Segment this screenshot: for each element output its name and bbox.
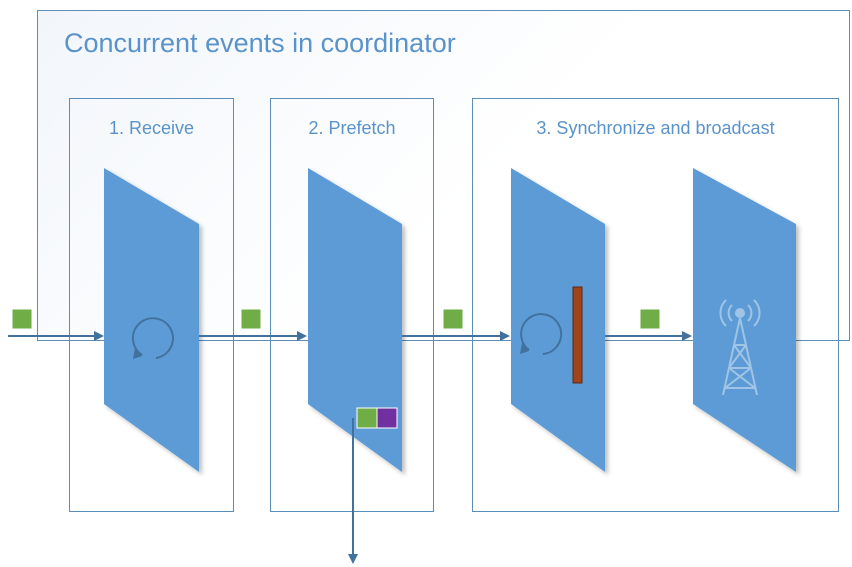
broadcast-tower-icon <box>719 299 761 396</box>
stage-receive-label: 1. Receive <box>108 118 195 138</box>
diagram-title: Concurrent events in coordinator <box>64 28 456 58</box>
message-green-square <box>240 308 262 330</box>
stage-prefetch-label: 2. Prefetch <box>308 118 396 138</box>
receive-panel <box>104 168 199 472</box>
message-purple-square <box>376 407 398 429</box>
prefetch-panel <box>308 168 402 472</box>
broadcast-panel <box>693 168 796 472</box>
stage-sync-broadcast-box <box>472 98 839 512</box>
synchronize-panel <box>511 168 605 472</box>
message-green-square <box>639 308 661 330</box>
message-green-square <box>356 407 378 429</box>
stage-sync-broadcast-label: 3. Synchronize and broadcast <box>536 118 775 138</box>
loop-icon <box>131 317 174 359</box>
message-green-square <box>11 308 33 330</box>
loop-icon <box>520 313 563 355</box>
message-green-square <box>442 308 464 330</box>
barrier-bar-icon <box>572 286 583 384</box>
stage-receive-box <box>69 98 234 512</box>
